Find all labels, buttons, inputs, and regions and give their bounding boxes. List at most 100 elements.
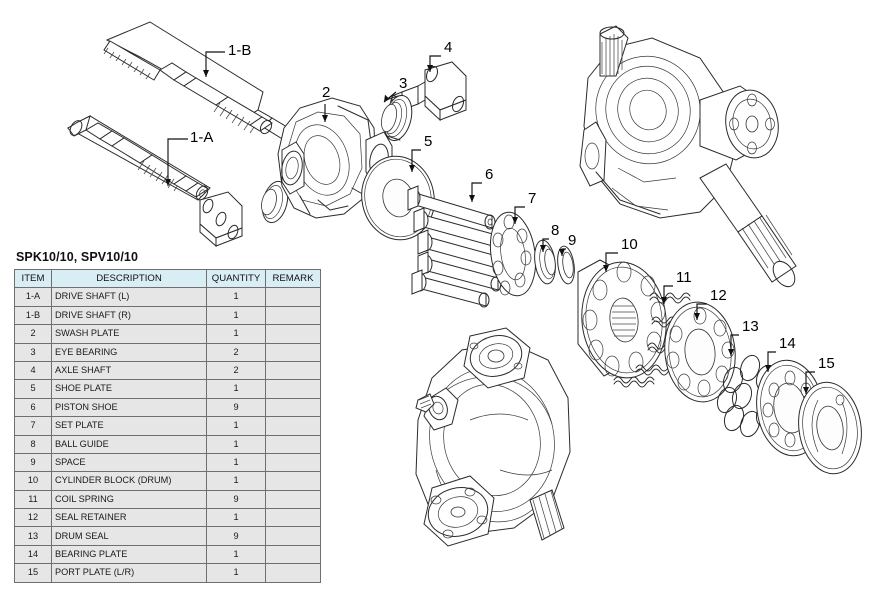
- part-quantity: 2: [206, 360, 266, 381]
- part-item-number: 6: [14, 397, 52, 418]
- part-quantity: 1: [206, 452, 266, 473]
- callout-label-4: 4: [444, 39, 452, 56]
- part-description: CYLINDER BLOCK (DRUM): [51, 471, 207, 491]
- part-quantity: 1: [206, 508, 266, 528]
- callout-label-5: 5: [424, 133, 432, 150]
- part-remark: [265, 360, 321, 381]
- part-quantity: 1: [206, 287, 266, 307]
- part-cylinder-block: [577, 259, 667, 379]
- part-quantity: 1: [206, 416, 266, 436]
- part-axle-shaft-second: [199, 191, 243, 248]
- part-description: SPACE: [51, 452, 207, 473]
- parts-list-title: SPK10/10, SPV10/10: [16, 250, 139, 264]
- part-item-number: 3: [14, 342, 52, 362]
- part-quantity: 1: [206, 563, 266, 583]
- part-description: EYE BEARING: [51, 342, 207, 362]
- part-item-number: 4: [14, 360, 52, 381]
- part-remark: [265, 287, 321, 307]
- part-description: SWASH PLATE: [51, 324, 207, 344]
- part-quantity: 9: [206, 489, 266, 510]
- part-remark: [265, 471, 321, 491]
- callout-label-1-b: 1-B: [228, 42, 251, 59]
- part-description: AXLE SHAFT: [51, 360, 207, 381]
- part-item-number: 1-B: [14, 305, 52, 326]
- table-header-row: ITEM DESCRIPTION QUANTITY REMARK: [14, 268, 321, 289]
- part-description: PISTON SHOE: [51, 397, 207, 418]
- part-quantity: 1: [206, 305, 266, 326]
- part-set-plate: [489, 211, 537, 297]
- part-remark: [265, 452, 321, 473]
- part-remark: [265, 397, 321, 418]
- callout-label-6: 6: [485, 166, 493, 183]
- part-seal-retainer: [664, 301, 736, 403]
- assembly-cutaway-lower: [415, 327, 571, 547]
- callout-label-11: 11: [676, 269, 692, 286]
- part-item-number: 14: [14, 544, 52, 565]
- part-quantity: 1: [206, 544, 266, 565]
- part-remark: [265, 379, 321, 399]
- column-header-remark: REMARK: [265, 268, 321, 289]
- callout-label-3: 3: [399, 75, 407, 92]
- part-item-number: 15: [14, 563, 52, 583]
- part-remark: [265, 526, 321, 546]
- part-piston-shoe-group: [407, 185, 508, 308]
- part-item-number: 5: [14, 379, 52, 399]
- part-quantity: 9: [206, 526, 266, 546]
- part-remark: [265, 324, 321, 344]
- part-description: BALL GUIDE: [51, 434, 207, 454]
- callout-label-2: 2: [322, 84, 330, 101]
- part-quantity: 1: [206, 324, 266, 344]
- part-drive-shaft-r: [103, 21, 301, 146]
- assembly-cutaway-upper: [579, 25, 797, 288]
- part-description: SET PLATE: [51, 416, 207, 436]
- part-item-number: 11: [14, 489, 52, 510]
- part-remark: [265, 544, 321, 565]
- column-header-item: ITEM: [14, 268, 52, 289]
- part-description: SEAL RETAINER: [51, 508, 207, 528]
- part-remark: [265, 489, 321, 510]
- part-drive-shaft-l: [66, 115, 211, 201]
- part-quantity: 9: [206, 397, 266, 418]
- part-swash-plate: [277, 97, 393, 219]
- callout-label-12: 12: [710, 287, 727, 304]
- part-remark: [265, 342, 321, 362]
- part-item-number: 13: [14, 526, 52, 546]
- callout-label-9: 9: [568, 232, 576, 249]
- part-space: [557, 245, 575, 285]
- callout-label-1-a: 1-A: [190, 129, 213, 146]
- part-remark: [265, 416, 321, 436]
- callout-label-13: 13: [742, 318, 759, 335]
- part-eye-bearing: [381, 94, 413, 142]
- callout-label-8: 8: [551, 222, 559, 239]
- part-description: DRUM SEAL: [51, 526, 207, 546]
- part-quantity: 1: [206, 471, 266, 491]
- callout-label-7: 7: [528, 190, 536, 207]
- part-description: DRIVE SHAFT (R): [51, 305, 207, 326]
- callout-leaders: [165, 51, 815, 394]
- part-quantity: 1: [206, 379, 266, 399]
- callout-label-10: 10: [621, 236, 638, 253]
- part-remark: [265, 563, 321, 583]
- column-header-description: DESCRIPTION: [51, 268, 207, 289]
- part-eye-bearing-second: [261, 180, 289, 224]
- part-item-number: 10: [14, 471, 52, 491]
- column-header-quantity: QUANTITY: [206, 268, 266, 289]
- part-port-plate: [798, 381, 862, 475]
- part-item-number: 8: [14, 434, 52, 454]
